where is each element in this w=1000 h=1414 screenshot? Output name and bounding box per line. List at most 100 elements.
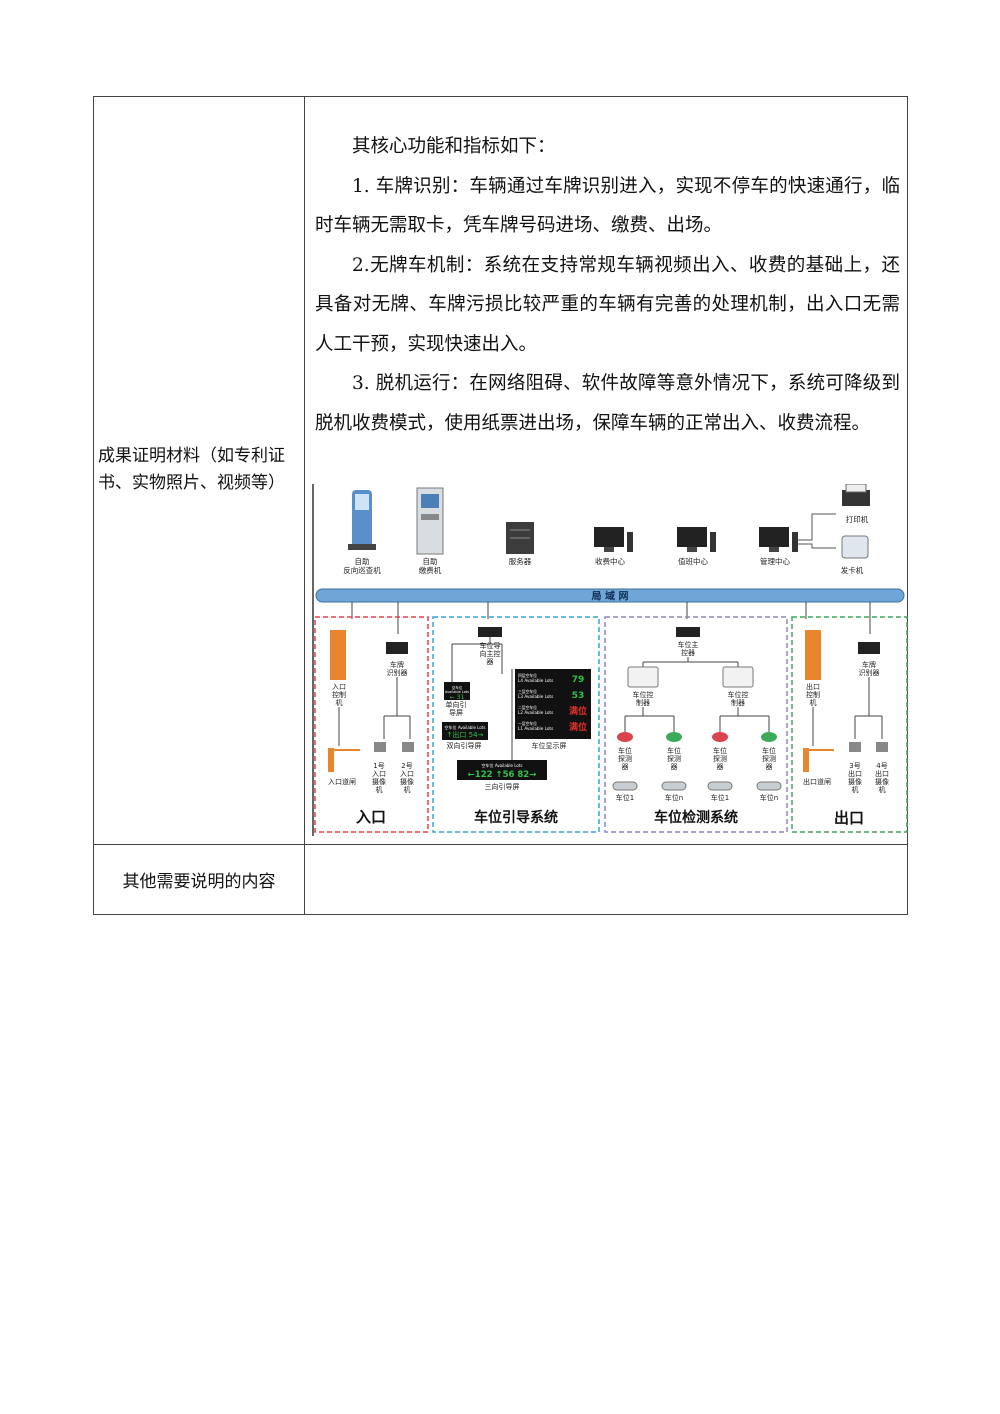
detector-label: 探测 xyxy=(713,754,727,763)
column-divider xyxy=(304,97,305,914)
cam1-label-2: 入口 xyxy=(372,770,386,778)
exit-controller-icon xyxy=(805,630,821,680)
slot-label: 车位n xyxy=(665,793,683,802)
guidance-master-label-2: 向主控 xyxy=(480,649,501,658)
triple-screen-icon xyxy=(457,760,547,780)
monitor-icon-billing xyxy=(594,527,633,552)
exit-recognizer-icon xyxy=(858,642,880,654)
display-row-sub: L3 Available Lots xyxy=(518,694,553,699)
detector-label: 探测 xyxy=(667,754,681,763)
detector-label: 车位 xyxy=(762,746,776,755)
triple-screen-text: 空车位 Available Lots xyxy=(482,762,523,768)
single-screen-icon xyxy=(444,682,470,700)
cam2-label-2: 入口 xyxy=(400,770,414,778)
label-other-notes: 其他需要说明的内容 xyxy=(122,872,276,892)
entrance-recognizer-icon xyxy=(386,642,408,654)
detector-label: 车位 xyxy=(618,746,632,755)
exit-controller-label-2: 控制 xyxy=(806,690,820,699)
display-row-sub: L1 Available Lots xyxy=(518,726,553,731)
card-dispenser-icon xyxy=(841,535,869,559)
display-screen-icon xyxy=(515,669,591,739)
guidance-master-label-3: 器 xyxy=(487,658,494,666)
display-row-sub: L2 Available Lots xyxy=(518,710,553,715)
device-label-card-dispenser: 发卡机 xyxy=(841,565,864,575)
cam3-label-2: 出口 xyxy=(848,769,862,778)
core-function-text: 其核心功能和指标如下： 1. 车牌识别：车辆通过车牌识别进入，实现不停车的快速通… xyxy=(315,127,900,443)
exit-controller-label-3: 机 xyxy=(810,698,817,707)
cam4-label-2: 出口 xyxy=(875,769,889,778)
camera-icon-4 xyxy=(876,742,888,752)
cam1-label-4: 机 xyxy=(376,785,383,794)
row-divider xyxy=(94,844,907,845)
server-icon xyxy=(506,522,534,554)
detector-icon xyxy=(712,732,728,742)
device-label-billing: 收费中心 xyxy=(595,556,625,566)
single-screen-value: ← 31 xyxy=(450,694,465,701)
kiosk-payment-icon xyxy=(416,487,444,555)
cam4-label-3: 摄像 xyxy=(875,777,889,786)
display-row-value: 满位 xyxy=(569,705,587,717)
detector-label: 车位 xyxy=(667,746,681,755)
paragraph-intro: 其核心功能和指标如下： xyxy=(352,136,556,157)
exit-gate-icon xyxy=(803,748,809,772)
guidance-master-icon xyxy=(478,627,502,637)
device-label-duty: 值班中心 xyxy=(678,556,708,566)
cam1-label-1: 1号 xyxy=(373,762,384,770)
exit-recognizer-label-1: 车牌 xyxy=(862,660,876,669)
slot-label: 车位1 xyxy=(711,793,729,802)
device-label-inspection-2: 反向巡查机 xyxy=(343,565,381,575)
double-screen-label: 双向引导屏 xyxy=(447,741,482,750)
exit-gate-label: 出口道闸 xyxy=(803,777,831,786)
cam2-label-1: 2号 xyxy=(401,762,412,770)
detector-icon xyxy=(761,732,777,742)
device-label-admin: 管理中心 xyxy=(760,556,790,566)
lan-bar xyxy=(315,588,905,603)
display-row-value: 53 xyxy=(572,691,585,701)
form-table: 成果证明材料（如专利证书、实物照片、视频等） 其他需要说明的内容 其核心功能和指… xyxy=(93,96,908,915)
ctrl-b-label-1: 车位控 xyxy=(728,690,749,699)
device-label-inspection: 自助 xyxy=(355,556,370,566)
paragraph-unlicensed: 2.无牌车机制：系统在支持常规车辆视频出入、收费的基础上，还具备对无牌、车牌污损… xyxy=(315,254,900,355)
paragraph-plate-recognition: 1. 车牌识别：车辆通过车牌识别进入，实现不停车的快速通行，临时车辆无需取卡，凭… xyxy=(315,175,900,237)
display-row-label: 四层空车位 xyxy=(518,673,537,678)
display-row-label: 一层空车位 xyxy=(518,721,537,726)
cam4-label-1: 4号 xyxy=(876,762,887,770)
cam2-label-3: 摄像 xyxy=(400,777,414,786)
entrance-controller-icon xyxy=(330,630,346,680)
car-icon xyxy=(707,781,733,791)
entrance-title: 入口 xyxy=(356,808,386,826)
single-screen-text-2: Available Lots xyxy=(445,690,469,694)
entrance-controller-label-3: 机 xyxy=(336,698,343,707)
car-icon xyxy=(612,781,638,791)
display-row-sub: L4 Available Lots xyxy=(518,678,553,683)
ctrl-a-label-1: 车位控 xyxy=(633,690,654,699)
display-row-value: 满位 xyxy=(569,721,587,733)
ctrl-a-label-2: 制器 xyxy=(636,698,650,707)
single-screen-label-2: 导屏 xyxy=(449,709,463,717)
lan-label: 局 域 网 xyxy=(591,590,629,603)
display-row-value: 79 xyxy=(572,675,585,685)
detection-master-label-1: 车位主 xyxy=(678,640,699,649)
camera-icon-2 xyxy=(402,742,414,752)
exit-title: 出口 xyxy=(834,809,864,827)
detector-label: 器 xyxy=(622,763,629,771)
detection-master-icon xyxy=(676,627,700,637)
single-screen-label-1: 单向引 xyxy=(446,700,467,709)
entrance-controller-label-2: 控制 xyxy=(332,690,346,699)
device-label-server: 服务器 xyxy=(509,556,532,566)
triple-screen-value: ←122 ↑56 82→ xyxy=(468,770,537,780)
zone-entrance xyxy=(314,616,429,833)
double-screen-icon xyxy=(442,722,488,740)
camera-icon-3 xyxy=(849,742,861,752)
exit-recognizer-label-2: 识别器 xyxy=(859,668,880,677)
cam4-label-4: 机 xyxy=(879,785,886,794)
monitor-icon-duty xyxy=(677,527,716,552)
cam1-label-3: 摄像 xyxy=(372,777,386,786)
car-icon xyxy=(661,781,687,791)
slot-label: 车位1 xyxy=(616,793,634,802)
detection-title: 车位检测系统 xyxy=(654,809,738,826)
entrance-recognizer-label-2: 识别器 xyxy=(387,668,408,677)
entrance-controller-label-1: 入口 xyxy=(332,683,346,691)
ctrl-b-label-2: 制器 xyxy=(731,698,745,707)
